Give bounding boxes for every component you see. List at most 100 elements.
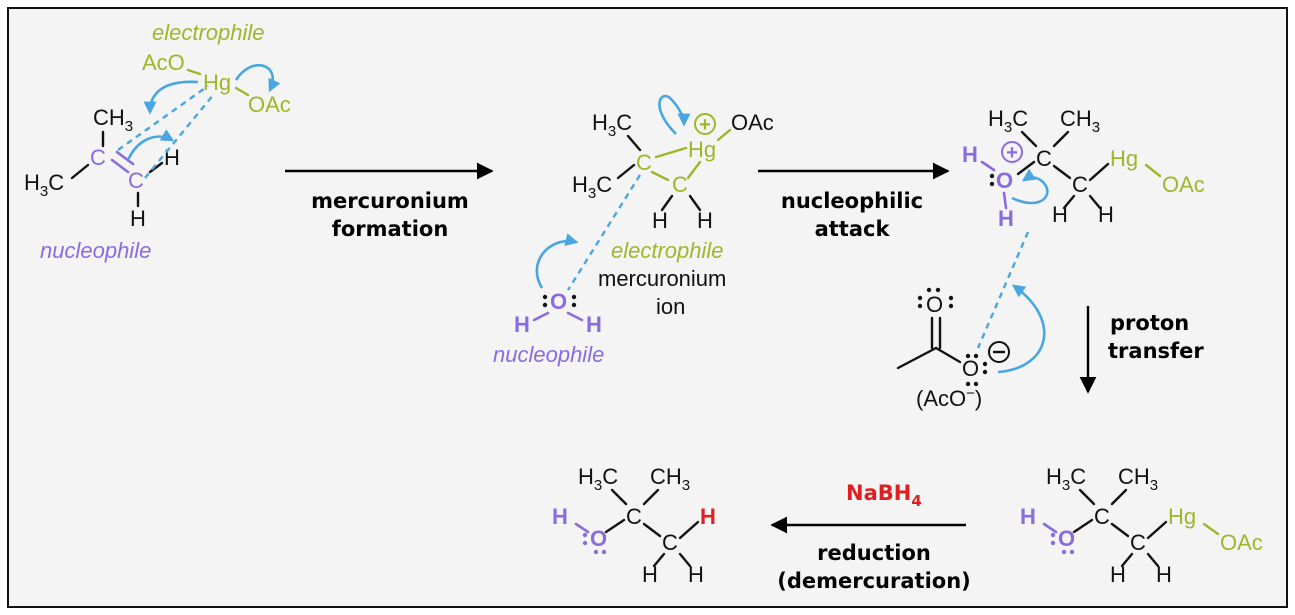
carbon-b-2: C: [672, 172, 688, 197]
h3c-bond-2: [616, 163, 636, 180]
h-atom-2b: H: [697, 208, 713, 233]
plus-charge-2: +: [699, 114, 711, 136]
reagent-nabh4: NaBH4: [846, 481, 922, 510]
ch3-top-3: CH3: [1060, 106, 1100, 136]
hg-oac-bond-2: [716, 128, 732, 142]
plus-charge-circle-3: [1001, 141, 1023, 163]
mercuronium-ion: H3C C Hg + OAc H3C C H H electrophile me…: [493, 94, 774, 367]
h3c-left-2: H3C: [572, 172, 612, 202]
aco-group-1: AcO: [142, 50, 185, 75]
step-label-nucleophilic: nucleophilic: [781, 189, 923, 213]
aco-hg-bond: [186, 68, 202, 76]
h3c-top-2: H3C: [592, 110, 632, 140]
water-h-2a: H: [514, 312, 530, 337]
plus-charge-circle-2: [694, 113, 716, 135]
curly-arrow-hg-ring: [658, 94, 691, 135]
ch-bond-5a: [652, 552, 666, 568]
c-hg-bond-4: [1146, 520, 1168, 540]
c-hg-bond-2b: [686, 160, 702, 180]
bond-3b: [1052, 130, 1070, 148]
hg-oac-bond-3: [1144, 163, 1162, 178]
electrophile-label-2: electrophile: [611, 238, 724, 263]
curly-arrow-pi-bond: [126, 129, 175, 161]
carbon-a-5: C: [626, 504, 642, 529]
ch-bond-2b: [688, 194, 702, 212]
bond-3a: [1020, 130, 1038, 148]
electrophile-label-1: electrophile: [152, 20, 265, 45]
c-c-bond-2: [650, 170, 670, 182]
ch-bond-5b: [678, 552, 692, 568]
c-o-bond-4: [1072, 518, 1094, 534]
carbon-a-4: C: [1094, 504, 1110, 529]
oac-group-2: OAc: [731, 110, 774, 135]
step-label-proton: proton: [1110, 311, 1189, 335]
step-label-demercuration: (demercuration): [777, 569, 971, 593]
alkene-carbon-1: C: [90, 145, 106, 170]
hg-atom-4: Hg: [1168, 504, 1196, 529]
ch-bond-3b: [1088, 194, 1102, 210]
hg-oac-bond: [234, 86, 250, 97]
dashed-attack-2: [566, 174, 642, 291]
carbon-a-2: C: [636, 150, 652, 175]
c-c-bond-4: [1110, 522, 1130, 538]
h3c-bond-1: [70, 163, 90, 180]
organomercury-alcohol: H3C CH3 C C Hg OAc H H O H: [1020, 464, 1263, 587]
h3c-top-5: H3C: [578, 464, 618, 494]
step-label-formation: formation: [332, 217, 449, 241]
carbon-b-3: C: [1072, 172, 1088, 197]
c-hg-bond-3: [1088, 162, 1110, 182]
step-label-transfer: transfer: [1108, 339, 1204, 363]
c-c-bond-5: [642, 522, 662, 538]
c-o-bond-5: [604, 518, 626, 534]
oac-group-4: OAc: [1220, 530, 1263, 555]
ch-bond-4a: [1120, 552, 1134, 568]
mercuronium-label: mercuronium: [598, 266, 726, 291]
step-label-mercuronium: mercuronium: [311, 189, 469, 213]
hg-oac-bond-4: [1202, 522, 1220, 536]
oac-group-1: OAc: [248, 92, 291, 117]
acetate-co-bond: [934, 346, 962, 364]
oh-bond-2b: [566, 311, 584, 322]
hg-atom-3: Hg: [1110, 146, 1138, 171]
water-oxygen-2: O: [550, 289, 567, 314]
oh-bond-3a: [980, 160, 996, 172]
bond-4b: [1110, 488, 1128, 506]
curly-arrow-oh-bond: [1011, 168, 1049, 205]
bond-5a: [610, 488, 628, 506]
carbon-a-3: C: [1036, 146, 1052, 171]
oh-bond-4: [1042, 522, 1058, 534]
h3c-top-3: H3C: [988, 106, 1028, 136]
ch-bond-4b: [1146, 552, 1160, 568]
step-label-attack: attack: [815, 217, 891, 241]
alcohol-oxygen-4: O: [1058, 526, 1075, 551]
curly-arrow-acetate-attack: [997, 284, 1046, 374]
nucleophile-label-2: nucleophile: [493, 342, 604, 367]
ch3-top-4: CH3: [1118, 464, 1158, 494]
ch3-c-bond-2: [626, 134, 642, 152]
c-c-bond-3: [1052, 164, 1072, 180]
bond-4a: [1078, 488, 1096, 506]
acetate-methyl-bond: [896, 346, 938, 370]
h3c-top-4: H3C: [1046, 464, 1086, 494]
hg-atom-2: Hg: [688, 137, 716, 162]
h-atom-bottom-1: H: [130, 206, 146, 231]
acetate-oxygen: O: [962, 356, 979, 381]
h-atom-2a: H: [652, 208, 668, 233]
h-atom-5b: H: [688, 562, 704, 587]
dashed-interaction-2: [144, 93, 215, 179]
carbon-b-4: C: [1130, 530, 1146, 555]
ion-label: ion: [656, 294, 685, 319]
aco-minus-label: (AcO−): [916, 385, 982, 411]
oxonium-oxygen: O: [996, 168, 1013, 193]
step-label-reduction: reduction: [817, 541, 931, 565]
alcohol-oxygen-5: O: [590, 526, 607, 551]
h-atom-5a: H: [642, 562, 658, 587]
bond-5b: [642, 488, 660, 506]
curly-arrow-hg-to-c: [143, 80, 199, 115]
curly-arrow-water-attack: [535, 233, 579, 289]
plus-charge-3: +: [1006, 142, 1018, 164]
new-h-atom: H: [700, 504, 716, 529]
oh-bond-3b: [1002, 191, 1008, 210]
